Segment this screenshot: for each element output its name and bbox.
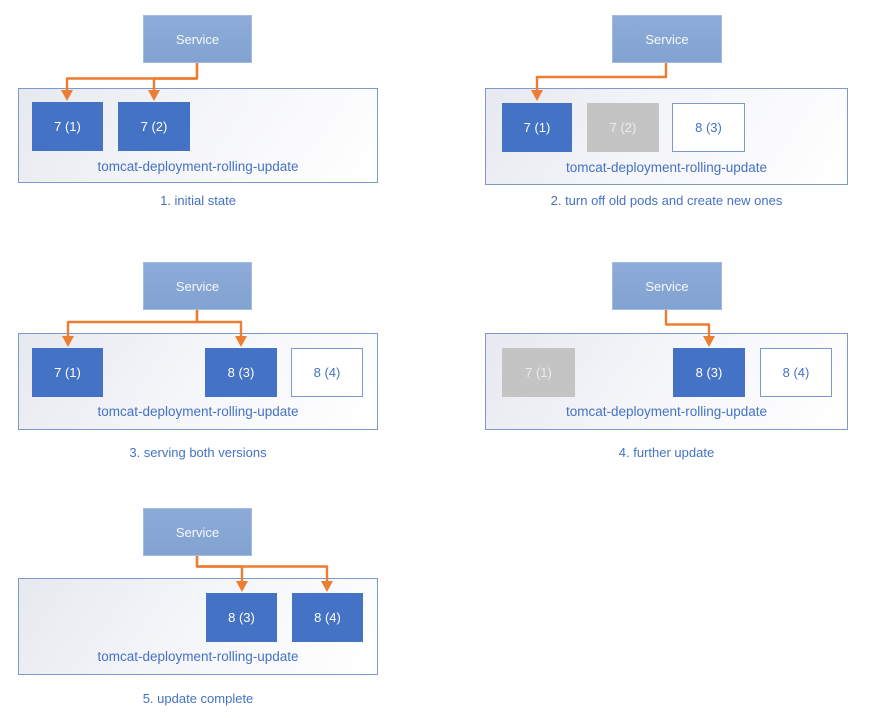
- pod-8-3: 8 (3): [205, 348, 277, 397]
- deployment-label: tomcat-deployment-rolling-update: [97, 649, 299, 664]
- service-box: Service: [143, 508, 252, 556]
- pod-8-3: 8 (3): [206, 593, 277, 642]
- arrow-connector: [152, 63, 199, 90]
- panel-caption: 5. update complete: [142, 691, 254, 706]
- service-box: Service: [612, 262, 722, 310]
- deployment-label: tomcat-deployment-rolling-update: [565, 404, 768, 419]
- panel-caption: 1. initial state: [160, 193, 236, 208]
- pod-8-4: 8 (4): [292, 593, 363, 642]
- pod-7-1: 7 (1): [502, 103, 572, 152]
- pod-7-1: 7 (1): [32, 348, 103, 397]
- panel-caption: 3. serving both versions: [129, 445, 267, 460]
- service-box: Service: [612, 15, 722, 63]
- service-box: Service: [143, 262, 252, 310]
- arrow-connector: [535, 63, 668, 90]
- pod-7-2: 7 (2): [118, 102, 190, 151]
- arrow-connector: [65, 63, 199, 90]
- service-box: Service: [143, 15, 252, 63]
- pod-8-3: 8 (3): [672, 103, 745, 152]
- deployment-label: tomcat-deployment-rolling-update: [97, 159, 299, 174]
- pod-8-4: 8 (4): [291, 348, 363, 397]
- pod-7-1: 7 (1): [32, 102, 103, 151]
- panel-caption: 2. turn off old pods and create new ones: [550, 193, 783, 208]
- pod-8-4: 8 (4): [760, 348, 832, 397]
- pod-8-3: 8 (3): [673, 348, 745, 397]
- deployment-label: tomcat-deployment-rolling-update: [97, 404, 299, 419]
- panel-caption: 4. further update: [618, 445, 715, 460]
- pod-7-1: 7 (1): [502, 348, 575, 397]
- pod-7-2: 7 (2): [587, 103, 659, 152]
- deployment-label: tomcat-deployment-rolling-update: [565, 160, 768, 175]
